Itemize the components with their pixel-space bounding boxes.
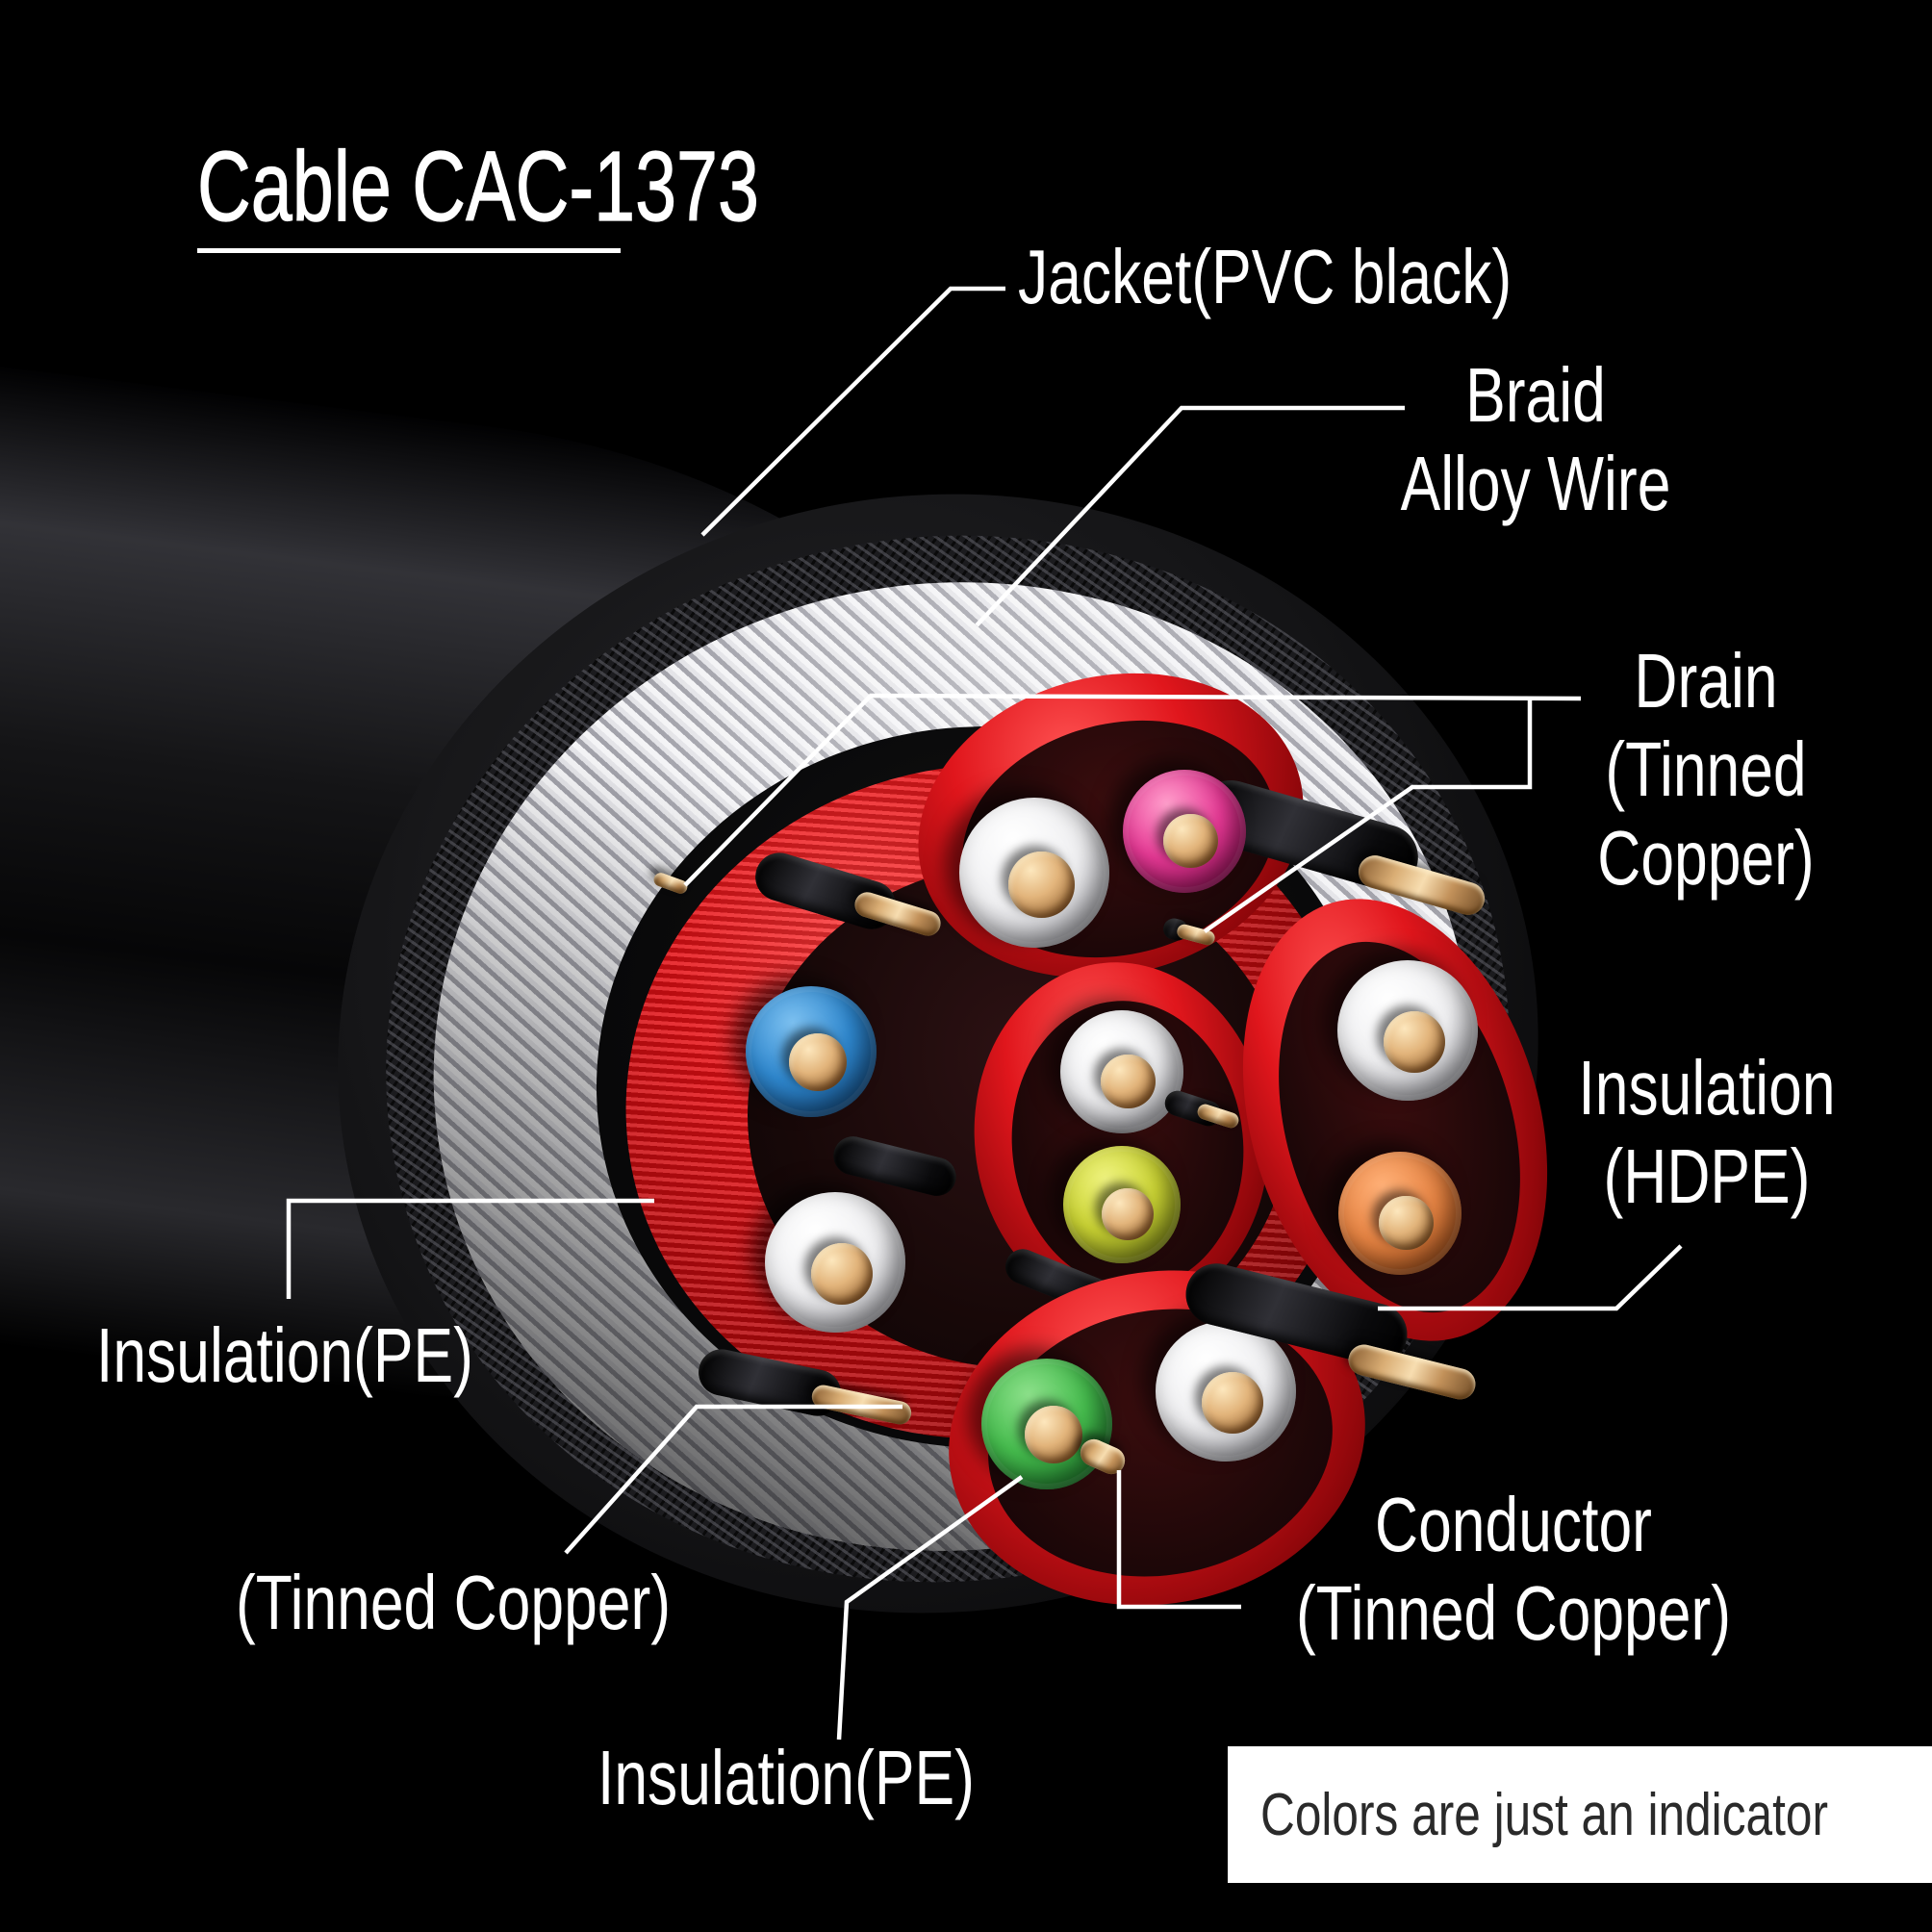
leader-drain-b [1203,699,1533,933]
label-drain-line1: Drain [1634,638,1778,724]
conductor-core [1384,1010,1446,1073]
color-note-box: Colors are just an indicator [1228,1746,1932,1883]
label-hdpe-line2: (HDPE) [1603,1133,1811,1219]
title-underline [197,248,621,253]
wire-blue [746,986,877,1117]
leader-drain-a [683,693,1582,887]
leader-braid [975,405,1405,627]
conductor-core [1379,1196,1434,1251]
conductor-core [811,1242,874,1305]
label-drain-line2: (Tinned [1605,726,1807,812]
wire-white-right [1337,960,1478,1101]
leader-hdpe [1378,1244,1683,1311]
leader-conductor [1116,1470,1241,1610]
label-conductor-line2: (Tinned Copper) [1295,1570,1732,1656]
page-title: Cable CAC-1373 [197,131,760,242]
label-insulation-pe-left: Insulation(PE) [96,1312,473,1398]
label-braid-line2: Alloy Wire [1400,441,1671,526]
label-tinned-copper-left: (Tinned Copper) [236,1560,672,1645]
label-braid-line1: Braid [1465,352,1606,438]
leader-jacket [700,286,1005,537]
leader-pe-left [286,1198,654,1299]
label-drain: Drain (Tinned Copper) [1556,637,1856,902]
conductor-core [1202,1371,1264,1434]
wire-orange [1338,1152,1462,1275]
label-drain-line3: Copper) [1597,815,1815,901]
wire-green [981,1359,1112,1489]
leader-tinned-copper-left [564,1404,902,1555]
conductor-core [1101,1055,1156,1109]
label-conductor-line1: Conductor [1375,1482,1652,1567]
label-hdpe-line1: Insulation [1578,1045,1836,1131]
label-insulation-hdpe: Insulation (HDPE) [1519,1044,1894,1221]
label-conductor: Conductor (Tinned Copper) [1281,1481,1746,1658]
label-jacket: Jacket(PVC black) [1018,234,1513,319]
color-note-text: Colors are just an indicator [1260,1781,1828,1848]
wire-yellow [1063,1146,1181,1263]
label-insulation-pe-bottom: Insulation(PE) [597,1735,975,1820]
conductor-core [788,1032,847,1091]
label-braid: Braid Alloy Wire [1310,351,1761,528]
wire-white-left [765,1192,905,1333]
conductor-core [1024,1405,1082,1463]
conductor-core [1102,1187,1154,1240]
conductor-core [1163,814,1218,869]
conductor-core [1008,852,1076,918]
wire-white-middle [1060,1010,1183,1133]
leader-pe-bottom [836,1475,1024,1741]
wire-white-top [959,798,1109,948]
wire-pink [1123,770,1246,893]
wire-white-bottom [1156,1321,1296,1462]
